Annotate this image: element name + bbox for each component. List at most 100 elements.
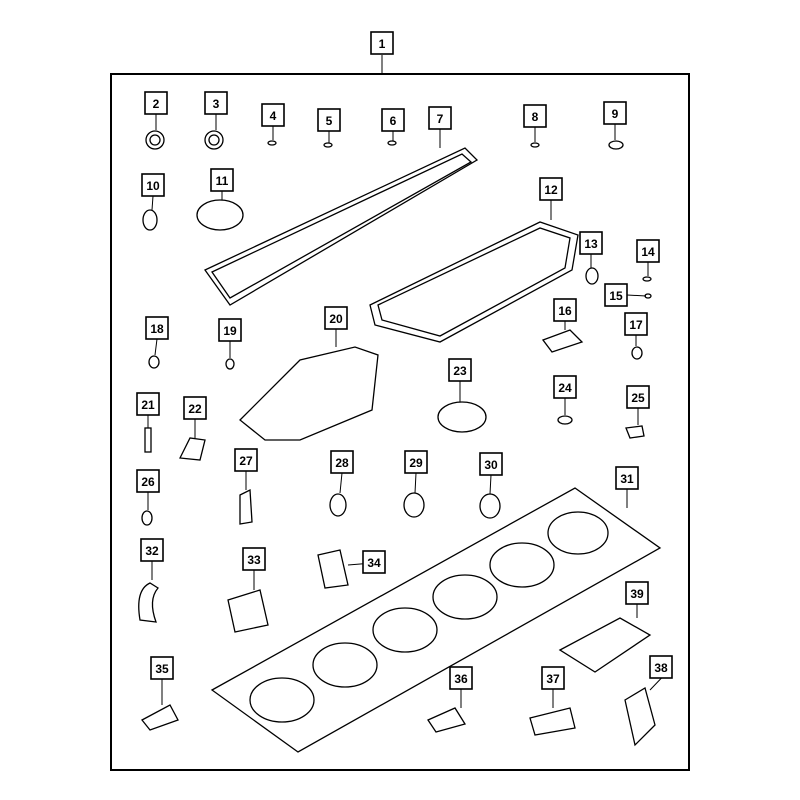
callout-box (210, 168, 234, 192)
callout-box (553, 375, 577, 399)
callout-number: 32 (145, 544, 159, 558)
callout-number: 16 (558, 304, 572, 318)
callout-box (603, 101, 627, 125)
callout-39: 39 (625, 581, 649, 618)
callout-box (553, 298, 577, 322)
leader-line (151, 195, 154, 211)
callout-box (636, 239, 660, 263)
callout-35: 35 (150, 656, 174, 705)
seal-ring-9 (608, 140, 624, 150)
leader-line (414, 472, 417, 494)
gasket-38 (624, 687, 656, 747)
callout-2: 2 (144, 91, 168, 130)
callout-37: 37 (541, 666, 565, 708)
callout-20: 20 (324, 306, 348, 347)
callout-number: 29 (409, 456, 423, 470)
callout-38: 38 (649, 655, 673, 691)
callout-24: 24 (553, 375, 577, 415)
callout-34: 34 (347, 550, 386, 574)
callout-21: 21 (136, 392, 160, 428)
gasket-12 (369, 221, 579, 343)
dowel-pin-21 (144, 427, 152, 453)
callout-box (136, 392, 160, 416)
gasket-16 (541, 329, 584, 353)
callout-19: 19 (218, 318, 242, 358)
seal-ring-26 (141, 510, 153, 526)
callout-17: 17 (624, 312, 648, 346)
leader-line (154, 338, 158, 356)
callout-29: 29 (404, 450, 428, 494)
callout-number: 1 (379, 37, 386, 51)
callout-number: 4 (270, 109, 277, 123)
o-ring-18 (148, 355, 160, 369)
callout-number: 34 (367, 556, 381, 570)
callout-number: 2 (153, 97, 160, 111)
callout-number: 10 (146, 179, 160, 193)
callout-number: 17 (629, 318, 643, 332)
o-ring-14 (642, 276, 652, 282)
gasket-27 (239, 488, 253, 525)
o-ring-17 (631, 346, 643, 360)
callout-number: 33 (247, 553, 261, 567)
callout-box (141, 173, 165, 197)
fitting-25 (625, 425, 645, 439)
callout-box (362, 550, 386, 574)
callout-number: 24 (558, 381, 572, 395)
callout-31: 31 (615, 466, 639, 508)
callout-box (625, 581, 649, 605)
gasket-20 (239, 346, 379, 441)
kit-frame (110, 73, 690, 771)
o-ring-4 (267, 140, 277, 146)
callout-box (261, 103, 285, 127)
seal-ring-13 (585, 267, 599, 285)
seal-ring-2 (145, 130, 165, 150)
callout-number: 14 (641, 245, 655, 259)
callout-6: 6 (381, 108, 405, 141)
callout-box (649, 655, 673, 679)
callout-number: 13 (584, 237, 598, 251)
callout-box (218, 318, 242, 342)
callout-12: 12 (539, 177, 563, 220)
callout-1: 1 (370, 31, 394, 55)
callout-box (624, 312, 648, 336)
callout-box (234, 448, 258, 472)
callout-box (370, 31, 394, 55)
callout-8: 8 (523, 104, 547, 142)
callout-box (317, 108, 341, 132)
callout-number: 19 (223, 324, 237, 338)
callout-box (448, 358, 472, 382)
tube-gasket-32 (138, 582, 159, 623)
callout-number: 21 (141, 398, 155, 412)
callout-box (381, 108, 405, 132)
callout-box (541, 666, 565, 690)
o-ring-6 (387, 140, 397, 146)
callout-box (579, 231, 603, 255)
callout-box (145, 316, 169, 340)
callout-box (539, 177, 563, 201)
callout-number: 11 (216, 174, 229, 188)
callout-16: 16 (553, 298, 577, 330)
callout-27: 27 (234, 448, 258, 490)
callout-box (242, 547, 266, 571)
seal-ring-30 (479, 493, 501, 519)
callout-number: 6 (390, 114, 397, 128)
callout-number: 12 (544, 183, 558, 197)
callout-18: 18 (145, 316, 169, 356)
callout-22: 22 (183, 396, 207, 438)
callout-box (404, 450, 428, 474)
gasket-37 (529, 707, 576, 736)
o-ring-19 (225, 358, 235, 370)
callout-number: 5 (326, 114, 333, 128)
callout-14: 14 (636, 239, 660, 276)
leader-line (626, 294, 647, 297)
callout-number: 20 (329, 312, 343, 326)
callout-23: 23 (448, 358, 472, 402)
callout-box (324, 306, 348, 330)
callout-25: 25 (626, 385, 650, 425)
callout-13: 13 (579, 231, 603, 268)
o-ring-23 (437, 401, 487, 433)
callout-28: 28 (330, 450, 354, 494)
callout-box (183, 396, 207, 420)
callout-33: 33 (242, 547, 266, 590)
